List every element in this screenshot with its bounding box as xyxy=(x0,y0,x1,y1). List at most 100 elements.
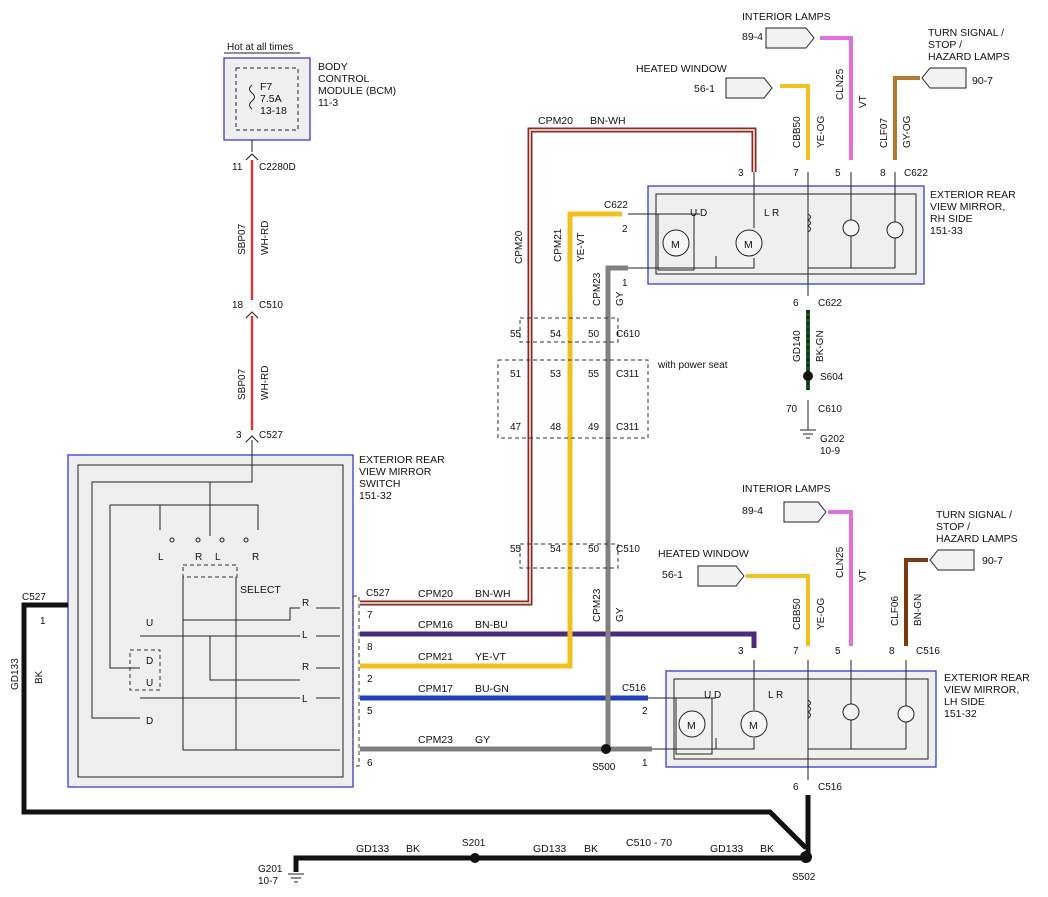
switch-u1: U xyxy=(146,618,153,629)
gnd-bk-c: BK xyxy=(760,843,774,855)
lh-ye-og: YE-OG xyxy=(816,598,827,630)
gnd-c527: C527 xyxy=(22,592,46,603)
select-l1: L xyxy=(158,552,164,563)
out-gy: GY xyxy=(475,734,490,746)
rh-pin-8: 8 xyxy=(880,168,886,179)
circuit-sbp07-a: SBP07 xyxy=(237,223,248,255)
c610-54: 54 xyxy=(550,329,562,340)
c311-51: 51 xyxy=(510,369,522,380)
lh-turn-1: TURN SIGNAL / xyxy=(936,509,1012,521)
c610-50: 50 xyxy=(588,329,600,340)
lh-top-inputs: INTERIOR LAMPS 89-4 HEATED WINDOW 56-1 T… xyxy=(658,483,1018,646)
c527-label-a: C527 xyxy=(259,430,283,441)
c2280d-label: C2280D xyxy=(259,162,296,173)
s500: S500 xyxy=(592,762,616,773)
fuse-rating: 7.5A xyxy=(260,93,282,105)
lh-bn-gn: BN-GN xyxy=(913,594,924,626)
lh-interior-ref: 89-4 xyxy=(742,505,763,517)
switch-d2: D xyxy=(146,716,153,727)
rh-pin-2: 2 xyxy=(622,224,628,235)
lh-ref: 151-32 xyxy=(944,708,977,720)
c311-55: 55 xyxy=(588,369,600,380)
out-cpm21: CPM21 xyxy=(418,651,453,663)
lh-clf06: CLF06 xyxy=(890,596,901,626)
switch-output-wires: C527 7 CPM20 BN-WH 8 CPM16 BN-BU 2 CPM21… xyxy=(360,560,757,769)
out-cpm17: CPM17 xyxy=(418,683,453,695)
out-bn-bu: BN-BU xyxy=(475,619,508,631)
g202-ref: 10-9 xyxy=(820,446,840,457)
rh-title-3: RH SIDE xyxy=(930,213,973,225)
rh-pin-5: 5 xyxy=(835,168,841,179)
lh-title-1: EXTERIOR REAR xyxy=(944,672,1030,684)
switch-d1: D xyxy=(146,656,153,667)
c311-49: 49 xyxy=(588,422,600,433)
turn-signal-connector-lh xyxy=(929,549,975,571)
out-pin-7: 7 xyxy=(367,610,373,621)
v-cpm20: CPM20 xyxy=(514,230,525,264)
c510-label-a: C510 xyxy=(259,300,283,311)
bcm-ref: 11-3 xyxy=(318,97,338,109)
switch-title-1: EXTERIOR REAR xyxy=(359,454,445,466)
lh-turn-3: HAZARD LAMPS xyxy=(936,533,1018,545)
rh-interior-ref: 89-4 xyxy=(742,31,763,43)
heater-icon xyxy=(807,213,811,233)
bcm-title-1: BODY xyxy=(318,61,348,73)
bcm-title-2: CONTROL xyxy=(318,73,369,85)
v-ye-vt: YE-VT xyxy=(576,233,587,262)
c510-55: 55 xyxy=(510,544,522,555)
gnd-c510-70: C510 - 70 xyxy=(626,837,672,849)
g202: G202 xyxy=(820,434,845,445)
s502: S502 xyxy=(792,872,816,883)
lh-c516-bottom: C516 xyxy=(818,782,842,793)
s604-splice xyxy=(803,371,813,381)
fuse-name: F7 xyxy=(260,81,272,93)
rh-heated-ref: 56-1 xyxy=(694,83,715,95)
c311-48: 48 xyxy=(550,422,562,433)
out-cpm20: CPM20 xyxy=(418,588,453,600)
color-wh-rd-b: WH-RD xyxy=(260,366,271,400)
rh-turn-1: TURN SIGNAL / xyxy=(928,27,1004,39)
rh-c610: C610 xyxy=(818,404,842,415)
bk-gn: BK-GN xyxy=(815,330,826,362)
s201: S201 xyxy=(462,838,486,849)
c610-top: C610 xyxy=(616,329,640,340)
lh-cbb50: CBB50 xyxy=(792,598,803,630)
rh-ref: 151-33 xyxy=(930,225,963,237)
lh-c516-left: C516 xyxy=(622,683,646,694)
rh-pin-1: 1 xyxy=(622,278,628,289)
pin-c2280d: 11 xyxy=(232,162,243,173)
switch-out-r2: R xyxy=(302,662,309,673)
connector-blocks: 55 54 50 C610 with power seat 51 53 55 C… xyxy=(497,317,728,569)
heated-window-connector-lh xyxy=(697,565,745,587)
lh-title-2: VIEW MIRROR, xyxy=(944,684,1019,696)
out-c527: C527 xyxy=(366,588,390,599)
s502-splice xyxy=(800,851,812,863)
rh-turn-3: HAZARD LAMPS xyxy=(928,51,1010,63)
lh-lr-label: L R xyxy=(768,690,783,701)
switch-ref: 151-32 xyxy=(359,490,392,502)
c311-b: C311 xyxy=(616,422,640,433)
fuse-icon xyxy=(249,84,255,110)
rh-cln25: CLN25 xyxy=(835,68,846,100)
pin-c510-18: 18 xyxy=(232,300,244,311)
lh-lamp-icon xyxy=(842,703,860,721)
rh-title-2: VIEW MIRROR, xyxy=(930,201,1005,213)
lh-turn-2: STOP / xyxy=(936,521,970,533)
lh-mirror: M M U D L R S500 EXTERIOR REAR VIEW MIRR… xyxy=(592,646,1030,793)
rh-motor-ud: M xyxy=(671,239,680,251)
gnd-bk-b: BK xyxy=(584,843,598,855)
out-ye-vt: YE-VT xyxy=(475,651,507,663)
v-gy: GY xyxy=(615,291,626,306)
heated-window-connector-rh xyxy=(725,77,773,99)
lh-motor-ud: M xyxy=(687,720,696,732)
rh-pin-3: 3 xyxy=(738,168,744,179)
lh-pin-6: 6 xyxy=(793,782,799,793)
lh-pin-8: 8 xyxy=(889,646,895,657)
harness-wires: CPM20 CPM20 BN-WH CPM21 YE-VT CPM23 GY C… xyxy=(514,115,757,749)
rh-led-icon xyxy=(886,221,904,239)
g201: G201 xyxy=(258,864,283,875)
select-label: SELECT xyxy=(240,584,281,596)
rh-ye-og: YE-OG xyxy=(816,116,827,148)
lh-pin-3: 3 xyxy=(738,646,744,657)
rh-pin-70: 70 xyxy=(786,404,798,415)
